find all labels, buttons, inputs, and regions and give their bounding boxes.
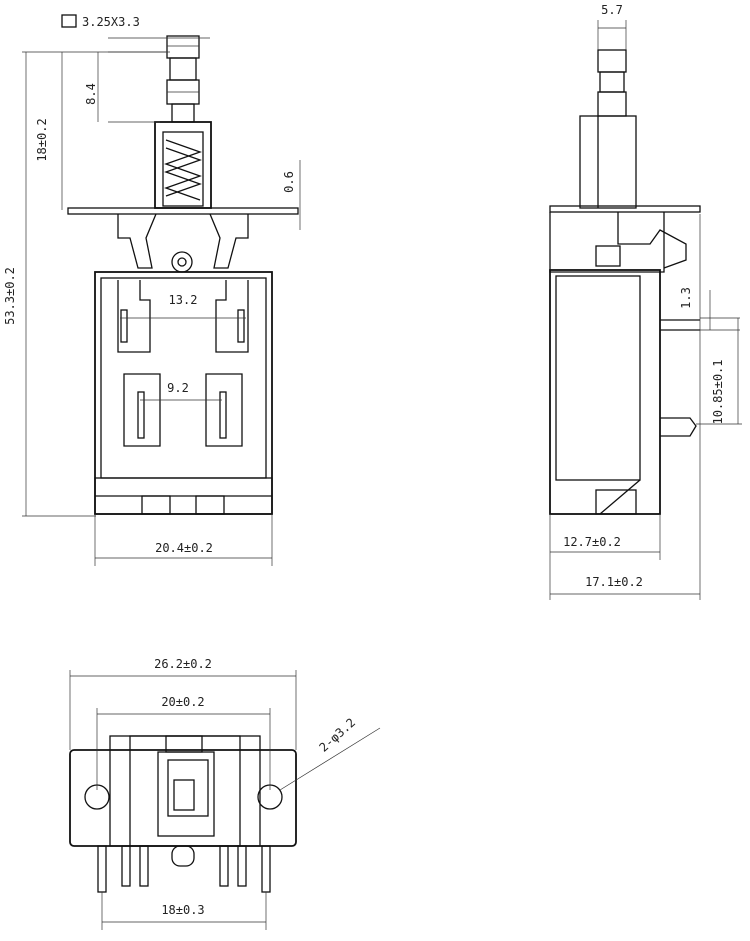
stroke-length-label: 8.4	[84, 83, 98, 105]
pin-pitch-label: 10.85±0.1	[711, 359, 725, 424]
overall-height-label: 53.3±0.2	[3, 267, 17, 325]
contact-spacing-outer-label: 13.2	[169, 293, 198, 307]
overall-depth-label: 17.1±0.2	[585, 575, 643, 589]
body-depth-label: 12.7±0.2	[563, 535, 621, 549]
pin-spacing-label: 18±0.3	[161, 903, 204, 917]
contact-spacing-inner-label: 9.2	[167, 381, 189, 395]
head-height-label: 18±0.2	[35, 118, 49, 161]
mounting-holes-label: 2-φ3.2	[317, 715, 359, 754]
side-view: 5.7 1.3 10.85±0.1 12.7±0.2 17.1±0.2	[549, 3, 742, 600]
flange-width-label: 26.2±0.2	[154, 657, 212, 671]
hole-spacing-label: 20±0.2	[161, 695, 204, 709]
stem-width-label: 5.7	[601, 3, 623, 17]
pin-offset-label: 1.3	[679, 287, 693, 309]
button-size-label: 3.25X3.3	[82, 15, 140, 29]
square-icon	[61, 14, 77, 28]
top-view: 26.2±0.2 20±0.2 2-φ3.2 18±0.3	[69, 657, 381, 930]
front-view: 3.25X3.3 8.4 18±0.2 53.3±0.2 0.6 13.2 9.…	[3, 14, 301, 566]
body-width-label: 20.4±0.2	[155, 541, 213, 555]
flange-thickness-label: 0.6	[282, 171, 296, 193]
